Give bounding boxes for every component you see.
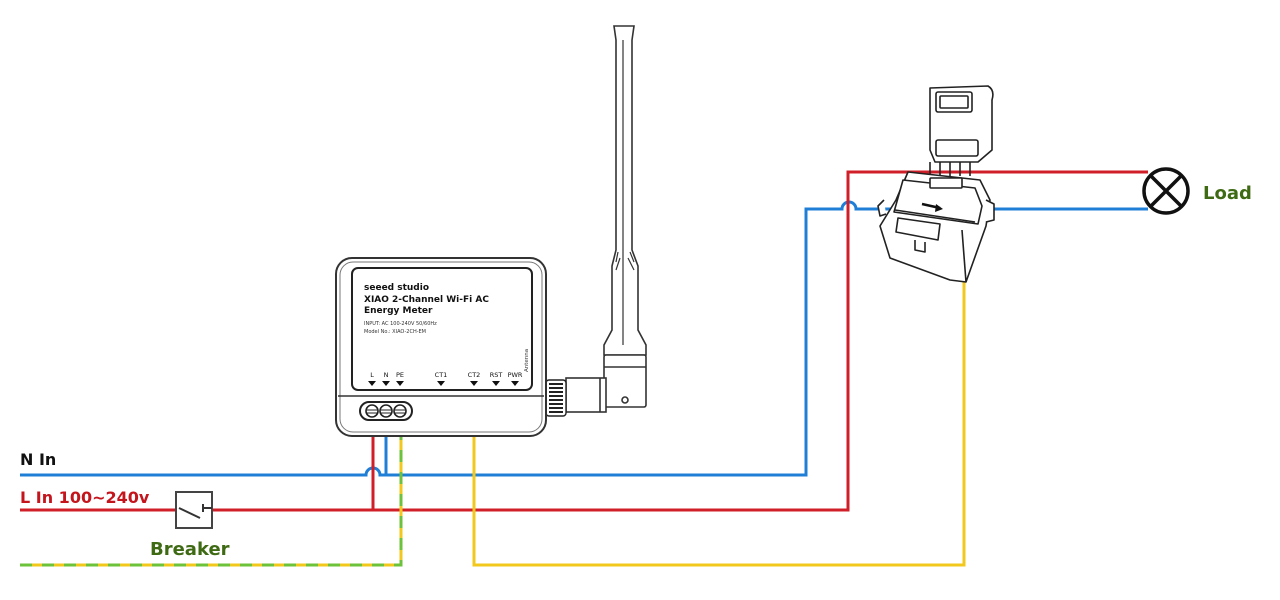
device-title-line1: XIAO 2-Channel Wi-Fi AC	[364, 295, 489, 305]
device-antenna-label: Antenna	[524, 349, 530, 372]
breaker-label: Breaker	[150, 539, 230, 560]
terminal-label-ct1: CT1	[435, 371, 448, 379]
device-model: Model No.: XIAO-2CH-EM	[364, 329, 426, 335]
terminal-labels: L N PE CT1 CT2 RST PWR	[368, 371, 523, 386]
ct-clamp-icon	[877, 85, 995, 283]
load-lamp-icon	[1142, 167, 1190, 215]
device-input-spec: INPUT: AC 100-240V 50/60Hz	[364, 321, 437, 327]
terminal-arrow-icon	[396, 381, 404, 386]
terminal-arrow-icon	[437, 381, 445, 386]
n-in-label: N In	[20, 450, 56, 469]
earth-wire-stripe	[20, 435, 403, 567]
live-wire	[20, 170, 1148, 512]
breaker-symbol	[175, 491, 213, 529]
terminal-arrow-icon	[511, 381, 519, 386]
terminal-label-l: L	[370, 371, 374, 379]
device-title-line2: Energy Meter	[364, 306, 433, 316]
neutral-wire	[20, 200, 1148, 477]
terminal-arrow-icon	[492, 381, 500, 386]
load-label: Load	[1203, 183, 1252, 204]
terminal-label-ct2: CT2	[468, 371, 481, 379]
terminal-label-rst: RST	[490, 371, 503, 379]
ct-direction-arrowhead	[935, 204, 943, 212]
ct-signal-wire	[472, 282, 966, 567]
energy-meter-device	[335, 257, 547, 437]
terminal-arrow-icon	[368, 381, 376, 386]
terminal-label-n: N	[384, 371, 389, 379]
terminal-arrow-icon	[382, 381, 390, 386]
terminal-label-pwr: PWR	[508, 371, 523, 379]
l-in-label: L In 100~240v	[20, 488, 150, 507]
terminal-label-pe: PE	[396, 371, 404, 379]
antenna-connector-icon	[545, 379, 567, 417]
antenna-icon	[565, 25, 647, 413]
device-brand: seeed studio	[364, 283, 429, 293]
terminal-arrow-icon	[470, 381, 478, 386]
